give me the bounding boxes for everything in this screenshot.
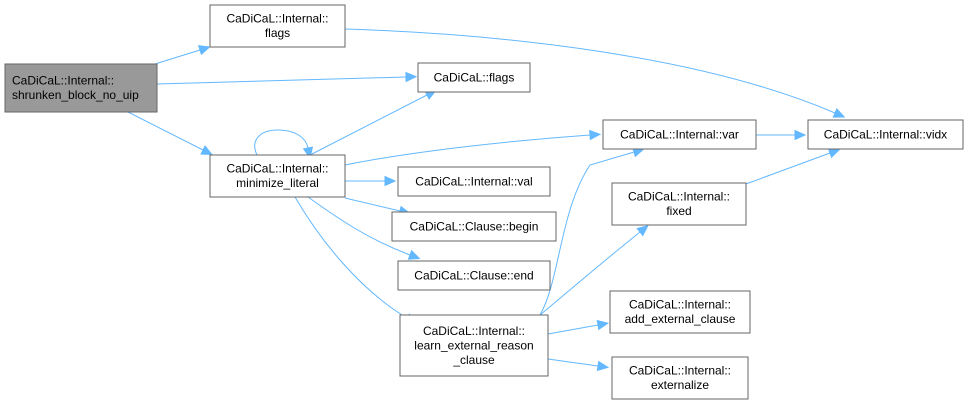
node-flags[interactable]: CaDiCaL::flags (417, 62, 531, 93)
arrowhead-icon (407, 249, 421, 260)
node-label: fixed (666, 204, 691, 218)
node-label: CaDiCaL::Internal:: (12, 74, 114, 88)
arrowhead-icon (596, 319, 610, 331)
node-root[interactable]: CaDiCaL::Internal::shrunken_block_no_uip (4, 63, 158, 113)
node-learn[interactable]: CaDiCaL::Internal::learn_external_reason… (399, 314, 549, 377)
arrowhead-icon (596, 360, 610, 372)
arrowhead-icon (827, 148, 841, 159)
node-label: CaDiCaL::Internal:: (423, 324, 525, 338)
edge-learn-to-fixed (539, 224, 649, 316)
node-label: CaDiCaL::Internal:: (226, 12, 328, 26)
node-label: CaDiCaL::Clause::end (414, 268, 533, 282)
node-box (602, 119, 757, 150)
node-vidx[interactable]: CaDiCaL::Internal::vidx (807, 119, 964, 150)
node-end[interactable]: CaDiCaL::Clause::end (397, 260, 551, 291)
node-box (417, 62, 531, 93)
node-label: CaDiCaL::Internal:: (226, 162, 328, 176)
node-label: CaDiCaL::Internal::val (415, 174, 532, 188)
node-box (391, 211, 557, 242)
arrowhead-icon (636, 224, 649, 237)
node-label: learn_external_reason (414, 338, 533, 352)
edge-learn-to-externalize (547, 358, 610, 372)
node-begin[interactable]: CaDiCaL::Clause::begin (391, 211, 557, 242)
arrowhead-icon (589, 129, 602, 141)
node-add-ext[interactable]: CaDiCaL::Internal::add_external_clause (609, 290, 751, 334)
node-box (807, 119, 964, 150)
edge-minimize_literal-to-flags (309, 89, 437, 156)
edge-minimize_literal-to-var (344, 129, 602, 166)
edge-learn-to-add_ext (547, 319, 610, 335)
edge-var-to-vidx (756, 129, 807, 141)
node-box (399, 314, 549, 377)
node-val[interactable]: CaDiCaL::Internal::val (397, 166, 551, 197)
node-box (397, 260, 551, 291)
node-label: CaDiCaL::Clause::begin (410, 219, 539, 233)
edge-minimize_literal-to-minimize_literal (254, 129, 314, 160)
arrowhead-icon (832, 107, 846, 118)
node-box (209, 154, 346, 198)
edge-minimize_literal-to-end (307, 196, 421, 260)
node-label: shrunken_block_no_uip (12, 88, 139, 102)
arrowhead-icon (405, 71, 418, 83)
node-box (397, 166, 551, 197)
arrowhead-icon (384, 175, 397, 187)
node-fixed[interactable]: CaDiCaL::Internal::fixed (611, 182, 747, 226)
node-box (611, 182, 747, 226)
node-label: CaDiCaL::Internal::var (620, 127, 739, 141)
edge-fixed-to-vidx (745, 148, 841, 185)
node-box (209, 4, 346, 48)
node-label: externalize (651, 378, 709, 392)
node-var[interactable]: CaDiCaL::Internal::var (602, 119, 757, 150)
edge-root-to-flags (156, 71, 418, 85)
edge-root-to-internal_flags (154, 45, 211, 65)
node-label: CaDiCaL::flags (434, 70, 515, 84)
node-label: _clause (452, 353, 495, 367)
node-externalize[interactable]: CaDiCaL::Internal::externalize (611, 356, 749, 400)
arrowhead-icon (200, 145, 214, 156)
edge-internal_flags-to-vidx (344, 28, 846, 118)
node-internal-flags[interactable]: CaDiCaL::Internal::flags (209, 4, 346, 48)
arrowhead-icon (197, 45, 211, 56)
node-label: CaDiCaL::Internal:: (628, 190, 730, 204)
arrowhead-icon (794, 129, 807, 141)
node-label: flags (265, 26, 290, 40)
node-label: minimize_literal (236, 176, 319, 190)
edge-root-to-minimize_literal (127, 111, 214, 156)
node-label: add_external_clause (625, 312, 736, 326)
node-box (609, 290, 751, 334)
node-box (4, 63, 158, 113)
node-label: CaDiCaL::Internal::vidx (824, 127, 947, 141)
node-label: CaDiCaL::Internal:: (629, 298, 731, 312)
edge-minimize_literal-to-val (345, 175, 397, 187)
node-label: CaDiCaL::Internal:: (629, 364, 731, 378)
node-minimize-literal[interactable]: CaDiCaL::Internal::minimize_literal (209, 154, 346, 198)
node-box (611, 356, 749, 400)
